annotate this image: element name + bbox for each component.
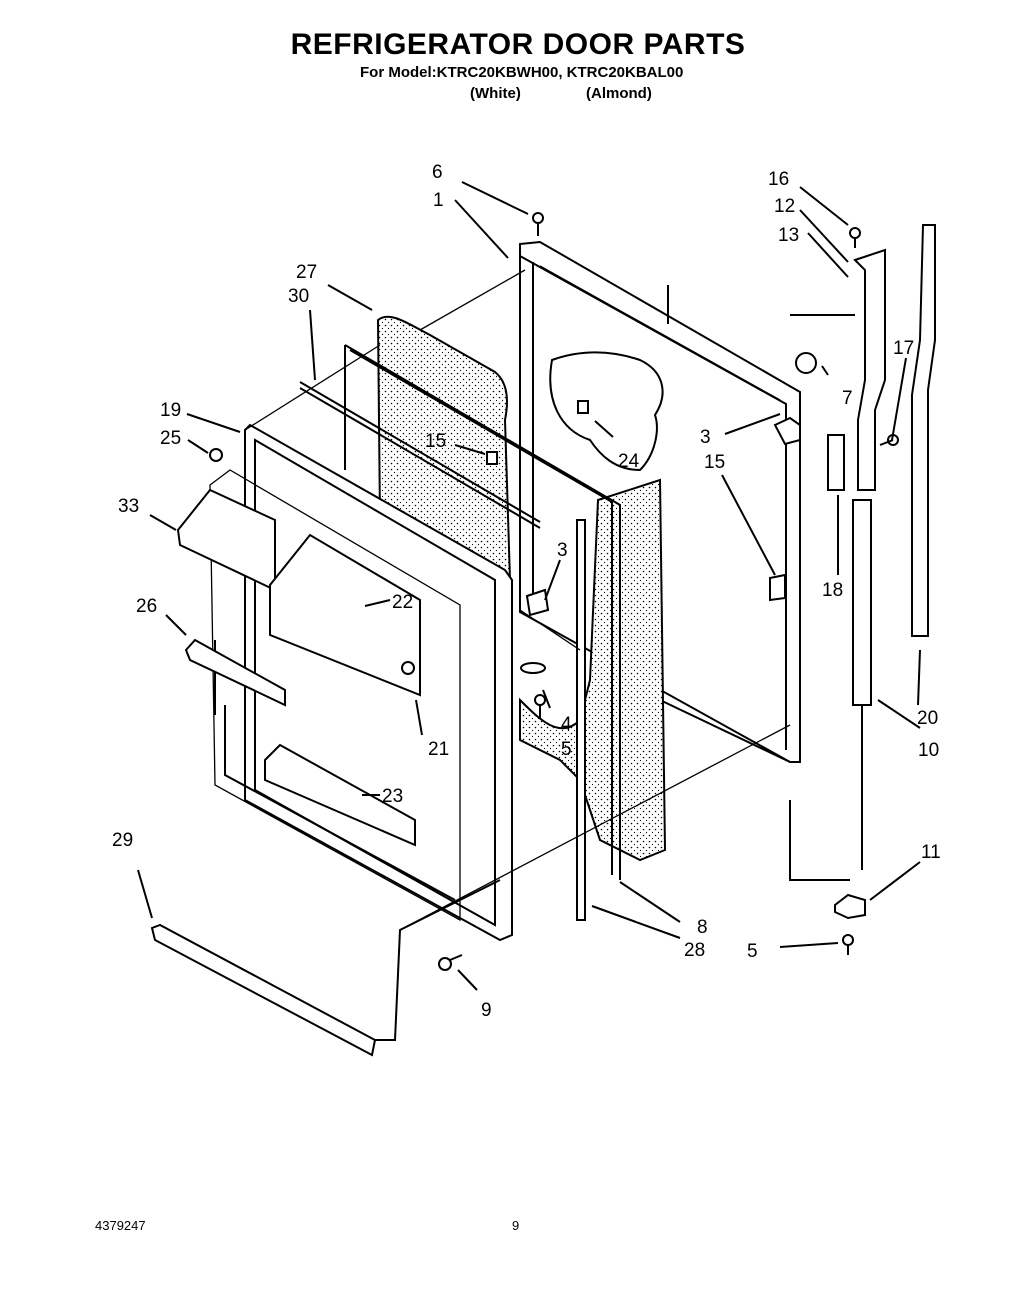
- callout-28: 28: [684, 940, 705, 961]
- page-number: 9: [512, 1218, 520, 1233]
- callout-21: 21: [428, 739, 449, 760]
- callout-5-center: 5: [561, 739, 572, 760]
- callout-15-left: 15: [425, 431, 446, 452]
- callout-12: 12: [774, 196, 795, 217]
- page-title: REFRIGERATOR DOOR PARTS: [290, 28, 746, 61]
- callout-labels: 6 1 27 30 19 25 15 24 33 3 26 22 4 21 5 …: [112, 162, 941, 1021]
- callout-19: 19: [160, 400, 181, 421]
- callout-8: 8: [697, 917, 708, 938]
- callout-3-right: 3: [700, 427, 711, 448]
- callout-17: 17: [893, 338, 914, 359]
- callout-30: 30: [288, 286, 309, 307]
- callout-6: 6: [432, 162, 443, 183]
- callout-3-center: 3: [557, 540, 568, 561]
- callout-11: 11: [921, 842, 941, 863]
- callout-23: 23: [382, 786, 403, 807]
- callout-22: 22: [392, 592, 413, 613]
- hinge-assembly: [769, 224, 936, 920]
- variant-almond: (Almond): [586, 85, 652, 102]
- callout-10: 10: [918, 740, 939, 761]
- callout-16: 16: [768, 169, 789, 190]
- shelf-rail-2: [299, 387, 541, 529]
- bottom-trim: [150, 879, 501, 1057]
- screws: [209, 212, 899, 971]
- callout-24: 24: [618, 451, 640, 472]
- callout-5-right: 5: [747, 941, 758, 962]
- callout-4: 4: [561, 714, 572, 735]
- callout-18: 18: [822, 580, 843, 601]
- model-line: For Model:KTRC20KBWH00, KTRC20KBAL00: [360, 64, 684, 81]
- assembly-lines: [244, 269, 791, 931]
- callout-33: 33: [118, 496, 139, 517]
- callout-26: 26: [136, 596, 157, 617]
- callout-29: 29: [112, 830, 133, 851]
- trim-strip: [576, 519, 586, 921]
- variant-white: (White): [470, 85, 521, 102]
- callout-15-right: 15: [704, 452, 725, 473]
- document-number: 4379247: [95, 1218, 146, 1233]
- callout-1: 1: [433, 190, 444, 211]
- callout-7: 7: [842, 388, 853, 409]
- shelf-rail: [299, 381, 541, 523]
- callout-9: 9: [481, 1000, 492, 1021]
- door-shelves: [176, 488, 456, 901]
- panel-cutaway: [549, 351, 664, 472]
- leader-arrows: [137, 181, 921, 991]
- page-header: REFRIGERATOR DOOR PARTS: [0, 28, 1036, 62]
- callout-13: 13: [778, 225, 799, 246]
- callout-27: 27: [296, 262, 317, 283]
- callout-20: 20: [917, 708, 938, 729]
- callout-25: 25: [160, 428, 181, 449]
